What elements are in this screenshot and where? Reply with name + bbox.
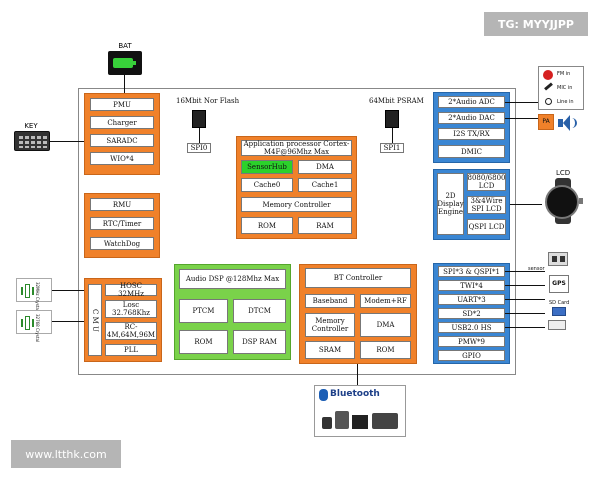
- gps-line: [505, 285, 545, 286]
- sensor-line: [505, 271, 545, 272]
- modem-block: Modem+RF: [360, 294, 411, 308]
- cache1-block: Cache1: [298, 178, 352, 192]
- watermark-top: TG: MYYJJPP: [484, 12, 588, 36]
- hosc-block: HOSC 32MHz: [105, 282, 157, 298]
- crystal-32m-label: 32MHz Crystal: [35, 282, 40, 311]
- usb-icon: [548, 320, 566, 330]
- sd-block: SD*2: [438, 308, 505, 319]
- twi-block: TWI*4: [438, 280, 505, 291]
- i2s-block: I2S TX/RX: [438, 128, 505, 140]
- audio-adc-block: 2*Audio ADC: [438, 96, 505, 108]
- bt-devices-icon: [322, 407, 400, 431]
- qspilcd-block: QSPI LCD: [467, 219, 506, 235]
- pll-block: PLL: [105, 344, 157, 356]
- dsp-rom-block: ROM: [179, 330, 228, 354]
- losc-block: Losc 32.768Khz: [105, 300, 157, 318]
- uart-line: [505, 299, 545, 300]
- cache0-block: Cache0: [241, 178, 293, 192]
- bt-title: BT Controller: [305, 268, 411, 288]
- spi0-block: SPI0: [187, 143, 211, 153]
- bt-rom-block: ROM: [360, 341, 411, 359]
- rmu-block: RMU: [90, 198, 154, 211]
- baseband-block: Baseband: [305, 294, 355, 308]
- gps-block: GPS: [549, 275, 569, 293]
- bt-sram-block: SRAM: [305, 341, 355, 359]
- crystal-32k-label: 32768 Crystal: [35, 314, 40, 343]
- adc-input-line: [505, 102, 538, 103]
- dsp-ram-block: DSP RAM: [233, 330, 286, 354]
- bt-antenna-line: [357, 364, 358, 386]
- spi-io-block: SPI*3 & QSPI*1: [438, 266, 505, 277]
- nor-flash-label: 16Mbit Nor Flash: [176, 97, 240, 105]
- line-in-icon: [545, 98, 552, 105]
- dac-pa-line: [505, 118, 538, 119]
- gpio-block: GPIO: [438, 350, 505, 361]
- crystal-32m: 32MHz Crystal: [16, 278, 52, 311]
- sd-card-label: SD Card: [549, 300, 570, 306]
- ptcm-block: PTCM: [179, 299, 228, 323]
- spilcd-block: 3&4Wire SPI LCD: [467, 196, 506, 214]
- pa-block: PA: [538, 114, 554, 130]
- sensor-label: sensor: [528, 266, 545, 272]
- display-engine-block: 2D Display Engine: [437, 173, 464, 235]
- usb-line: [505, 327, 545, 328]
- crystal-32m-line: [52, 290, 84, 291]
- key-connector: [50, 141, 86, 142]
- app-memctrl-block: Memory Controller: [241, 197, 352, 212]
- lcd-label: LCD: [556, 169, 571, 177]
- audio-dac-block: 2*Audio DAC: [438, 112, 505, 124]
- keyboard-icon: [14, 131, 50, 151]
- crystal-32k-line: [52, 321, 84, 322]
- sd-card-icon: [552, 307, 566, 316]
- bluetooth-label: Bluetooth: [330, 389, 380, 399]
- pmu-block: PMU: [90, 98, 154, 111]
- dmic-block: DMIC: [438, 145, 505, 158]
- rc-block: RC-4M,64M,96M: [105, 322, 157, 340]
- bat-connector: [124, 75, 125, 94]
- sensor-chip-icon: [548, 252, 568, 266]
- line-in-label: Line in: [557, 99, 574, 105]
- app-ram-block: RAM: [298, 217, 352, 234]
- nor-flash-chip: [192, 110, 206, 128]
- app-rom-block: ROM: [241, 217, 293, 234]
- sensorhub-block: SensorHub: [241, 160, 293, 174]
- spi1-block: SPI1: [380, 143, 404, 153]
- dtcm-block: DTCM: [233, 299, 286, 323]
- usb-block: USB2.0 HS: [438, 322, 505, 333]
- lcd8080-block: 8080/6800 LCD: [467, 173, 506, 191]
- cmu-block: C M U: [88, 284, 102, 356]
- app-proc-title: Application processor Cortex-M4F@96Mhz M…: [241, 140, 352, 156]
- psram-chip: [385, 110, 399, 128]
- watchdog-block: WatchDog: [90, 237, 154, 250]
- key-label: KEY: [24, 122, 38, 130]
- fm-in-label: FM in: [557, 71, 571, 77]
- smartwatch-icon: [542, 178, 584, 224]
- charger-block: Charger: [90, 116, 154, 129]
- pmw-block: PMW*9: [438, 336, 505, 347]
- bt-memctrl-block: Memory Controller: [305, 313, 355, 337]
- dsp-title: Audio DSP @128Mhz Max: [179, 269, 286, 289]
- fm-icon: [543, 70, 553, 80]
- rtc-block: RTC/Timer: [90, 217, 154, 230]
- app-dma-block: DMA: [298, 160, 352, 174]
- bt-dma-block: DMA: [360, 313, 411, 337]
- mic-in-label: MIC in: [557, 85, 573, 91]
- sd-line: [505, 313, 545, 314]
- psram-label: 64Mbit PSRAM: [369, 97, 424, 105]
- spi1-line: [392, 128, 393, 143]
- saradc-block: SARADC: [90, 134, 154, 147]
- watermark-bottom: www.ltthk.com: [11, 440, 121, 468]
- bat-label: BAT: [118, 42, 132, 50]
- lcd-line: [510, 204, 542, 205]
- spi0-line: [199, 128, 200, 143]
- uart-block: UART*3: [438, 294, 505, 305]
- wio-block: WIO*4: [90, 152, 154, 165]
- speaker-icon: [558, 115, 578, 131]
- bluetooth-icon: [319, 389, 328, 401]
- battery-icon: [108, 51, 142, 75]
- crystal-32k: 32768 Crystal: [16, 310, 52, 342]
